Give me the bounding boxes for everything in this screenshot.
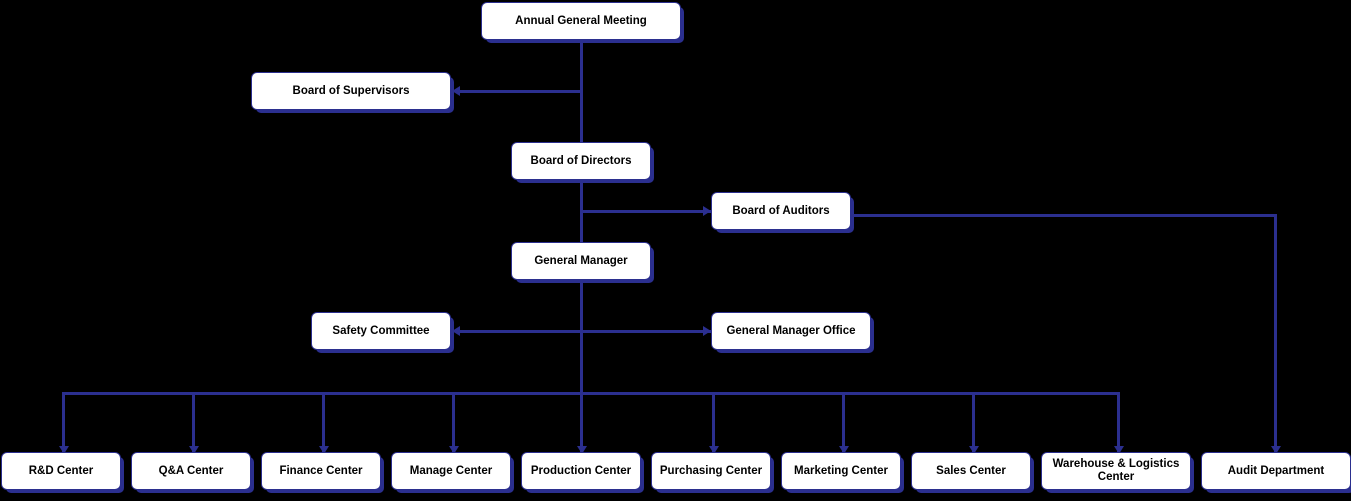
node-annual-general-meeting[interactable]: Annual General Meeting	[481, 2, 681, 40]
connector-drop-sales	[972, 392, 975, 454]
arrow-rd	[59, 446, 69, 454]
node-board-of-auditors[interactable]: Board of Auditors	[711, 192, 851, 230]
node-sales-center[interactable]: Sales Center	[911, 452, 1031, 490]
connector-department-bus	[62, 392, 1120, 395]
connector-agm-to-bos	[460, 90, 581, 93]
node-board-of-directors[interactable]: Board of Directors	[511, 142, 651, 180]
arrow-bos	[452, 86, 460, 96]
node-safety-committee[interactable]: Safety Committee	[311, 312, 451, 350]
arrow-boa	[703, 206, 711, 216]
arrow-purchasing	[709, 446, 719, 454]
arrow-production	[577, 446, 587, 454]
node-rd-center[interactable]: R&D Center	[1, 452, 121, 490]
connector-boa-to-audit-v	[1274, 214, 1277, 454]
connector-gm-to-bus	[580, 280, 583, 392]
connector-drop-finance	[322, 392, 325, 454]
node-general-manager[interactable]: General Manager	[511, 242, 651, 280]
connector-bod-to-boa	[580, 210, 711, 213]
arrow-qa	[189, 446, 199, 454]
node-general-manager-office[interactable]: General Manager Office	[711, 312, 871, 350]
connector-drop-manage	[452, 392, 455, 454]
connector-drop-warehouse	[1117, 392, 1120, 454]
connector-gm-to-gmo	[580, 330, 711, 333]
node-manage-center[interactable]: Manage Center	[391, 452, 511, 490]
arrow-sales	[969, 446, 979, 454]
node-marketing-center[interactable]: Marketing Center	[781, 452, 901, 490]
arrow-safety	[452, 326, 460, 336]
connector-drop-qa	[192, 392, 195, 454]
node-purchasing-center[interactable]: Purchasing Center	[651, 452, 771, 490]
node-warehouse-logistics-center[interactable]: Warehouse & Logistics Center	[1041, 452, 1191, 490]
node-finance-center[interactable]: Finance Center	[261, 452, 381, 490]
connector-boa-to-audit-h	[851, 214, 1276, 217]
arrow-finance	[319, 446, 329, 454]
arrow-audit	[1271, 446, 1281, 454]
node-audit-department[interactable]: Audit Department	[1201, 452, 1351, 490]
arrow-gmo	[703, 326, 711, 336]
connector-agm-to-bod	[580, 40, 583, 142]
arrow-warehouse	[1114, 446, 1124, 454]
node-board-of-supervisors[interactable]: Board of Supervisors	[251, 72, 451, 110]
node-qa-center[interactable]: Q&A Center	[131, 452, 251, 490]
connector-gm-to-safety	[460, 330, 581, 333]
connector-drop-purchasing	[712, 392, 715, 454]
connector-drop-marketing	[842, 392, 845, 454]
arrow-manage	[449, 446, 459, 454]
node-production-center[interactable]: Production Center	[521, 452, 641, 490]
connector-drop-production	[580, 392, 583, 454]
arrow-marketing	[839, 446, 849, 454]
connector-drop-rd	[62, 392, 65, 454]
